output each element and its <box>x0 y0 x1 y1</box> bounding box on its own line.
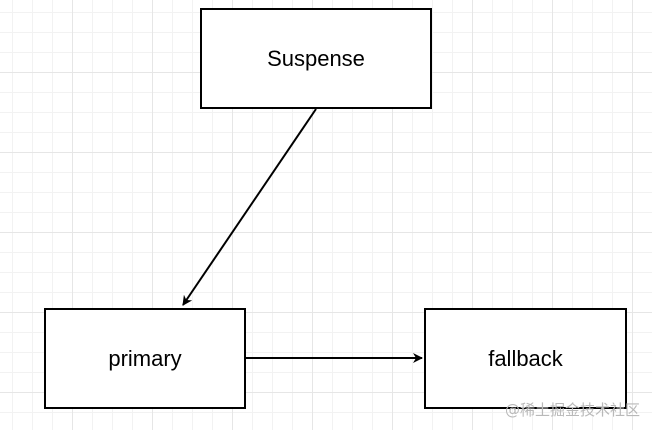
node-fallback: fallback <box>424 308 627 409</box>
node-fallback-label: fallback <box>488 345 563 371</box>
watermark: @稀土掘金技术社区 <box>504 401 640 419</box>
node-suspense-label: Suspense <box>267 45 365 71</box>
node-primary: primary <box>44 308 246 409</box>
edge-suspense-to-primary <box>182 108 317 306</box>
node-suspense: Suspense <box>200 8 432 109</box>
node-primary-label: primary <box>108 345 182 371</box>
